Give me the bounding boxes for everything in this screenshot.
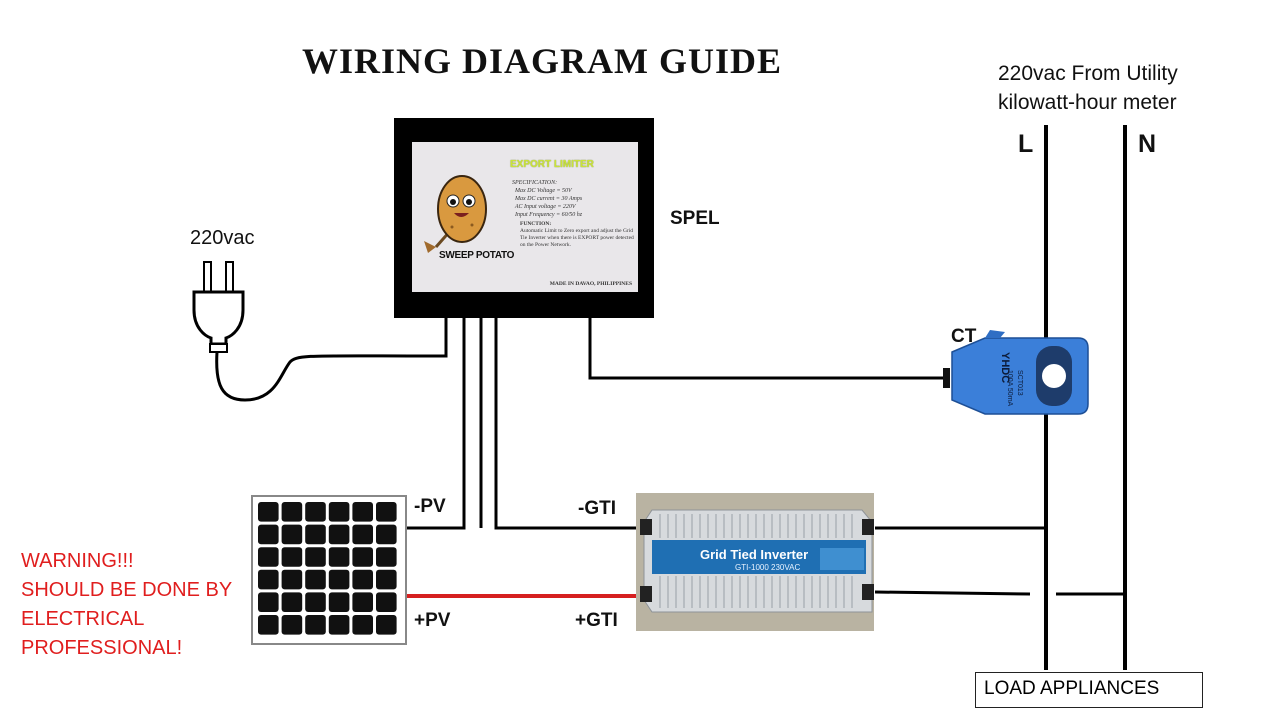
gti-ac-n-wire-1 bbox=[874, 590, 1031, 596]
card-title: EXPORT LIMITER bbox=[510, 159, 594, 170]
solar-cell bbox=[281, 524, 303, 545]
line-l-label: L bbox=[1018, 130, 1034, 158]
solar-cell bbox=[352, 569, 373, 590]
pv-negative-label: -PV bbox=[414, 496, 446, 517]
solar-cell bbox=[328, 569, 350, 590]
solar-cell bbox=[376, 547, 397, 567]
solar-cell bbox=[305, 592, 326, 612]
spel-device: SWEEP POTATO EXPORT LIMITER SPECIFICATIO… bbox=[394, 118, 654, 318]
solar-cell bbox=[281, 569, 303, 590]
svg-text:Grid Tied Inverter: Grid Tied Inverter bbox=[700, 547, 808, 562]
spel-to-gti-wire-2 bbox=[494, 318, 642, 530]
svg-text:YHDC: YHDC bbox=[999, 352, 1011, 383]
solar-cell bbox=[376, 502, 397, 522]
ct-label: CT bbox=[951, 326, 977, 347]
spel-label: SPEL bbox=[670, 208, 720, 229]
svg-text:100A 50mA: 100A 50mA bbox=[1006, 370, 1013, 407]
plug-cord bbox=[215, 318, 448, 402]
solar-cell bbox=[258, 592, 279, 612]
utility-source-line1: 220vac From Utility bbox=[998, 62, 1178, 85]
solar-cell bbox=[281, 547, 303, 567]
power-plug-icon bbox=[192, 261, 245, 353]
grid-tied-inverter-icon: Grid Tied Inverter GTI-1000 230VAC bbox=[636, 493, 874, 631]
ct-clamp-icon: YHDC SCT013 100A 50mA bbox=[943, 330, 1089, 415]
solar-cell bbox=[281, 592, 303, 612]
solar-cell bbox=[258, 502, 279, 522]
solar-cell bbox=[258, 615, 279, 635]
solar-cell bbox=[328, 547, 350, 567]
ct-wire bbox=[588, 318, 945, 380]
solar-cell bbox=[376, 592, 397, 612]
solar-cell bbox=[352, 502, 373, 522]
solar-cell bbox=[376, 569, 397, 590]
solar-cell bbox=[305, 569, 326, 590]
solar-cell bbox=[328, 502, 350, 522]
card-function-heading: FUNCTION: bbox=[520, 221, 552, 227]
solar-cell bbox=[376, 615, 397, 635]
pv-positive-label: +PV bbox=[414, 610, 451, 631]
diagram-title: WIRING DIAGRAM GUIDE bbox=[302, 41, 783, 81]
solar-cell bbox=[352, 547, 373, 567]
solar-panel-icon bbox=[251, 495, 407, 645]
card-specification: SPECIFICATION: Max DC Voltage = 50V Max … bbox=[512, 180, 583, 218]
card-function: FUNCTION: Automatic Limit to Zero export… bbox=[520, 221, 635, 249]
solar-cell bbox=[352, 592, 373, 612]
svg-text:GTI-1000 230VAC: GTI-1000 230VAC bbox=[735, 563, 800, 572]
solar-cell bbox=[258, 547, 279, 567]
solar-cell bbox=[305, 524, 326, 545]
solar-cell bbox=[281, 615, 303, 635]
gti-negative-label: -GTI bbox=[578, 498, 616, 519]
plug-voltage-label: 220vac bbox=[190, 227, 255, 249]
solar-cell bbox=[352, 615, 373, 635]
card-function-text: Automatic Limit to Zero export and adjus… bbox=[520, 228, 634, 248]
card-made-in: MADE IN DAVAO, PHILIPPINES bbox=[549, 281, 632, 287]
solar-cell bbox=[328, 524, 350, 545]
safety-warning: WARNING!!! SHOULD BE DONE BY ELECTRICAL … bbox=[21, 550, 233, 659]
solar-cell bbox=[352, 524, 373, 545]
utility-source-line2: kilowatt-hour meter bbox=[998, 91, 1177, 114]
line-n-label: N bbox=[1138, 130, 1157, 158]
solar-cell bbox=[258, 569, 279, 590]
solar-cell bbox=[305, 502, 326, 522]
solar-cell bbox=[258, 524, 279, 545]
solar-cell bbox=[305, 615, 326, 635]
pv-negative-wire bbox=[406, 318, 466, 530]
load-appliances-box: LOAD APPLIANCES bbox=[975, 672, 1203, 708]
solar-cell bbox=[305, 547, 326, 567]
solar-cell bbox=[328, 592, 350, 612]
solar-cell bbox=[281, 502, 303, 522]
sweep-potato-logo bbox=[424, 175, 487, 253]
svg-text:SCT013: SCT013 bbox=[1016, 370, 1023, 396]
brand-name: SWEEP POTATO bbox=[439, 250, 515, 261]
solar-cell bbox=[376, 524, 397, 545]
solar-cell bbox=[328, 615, 350, 635]
spel-label-card: SWEEP POTATO EXPORT LIMITER SPECIFICATIO… bbox=[412, 142, 638, 292]
gti-positive-label: +GTI bbox=[575, 610, 618, 631]
